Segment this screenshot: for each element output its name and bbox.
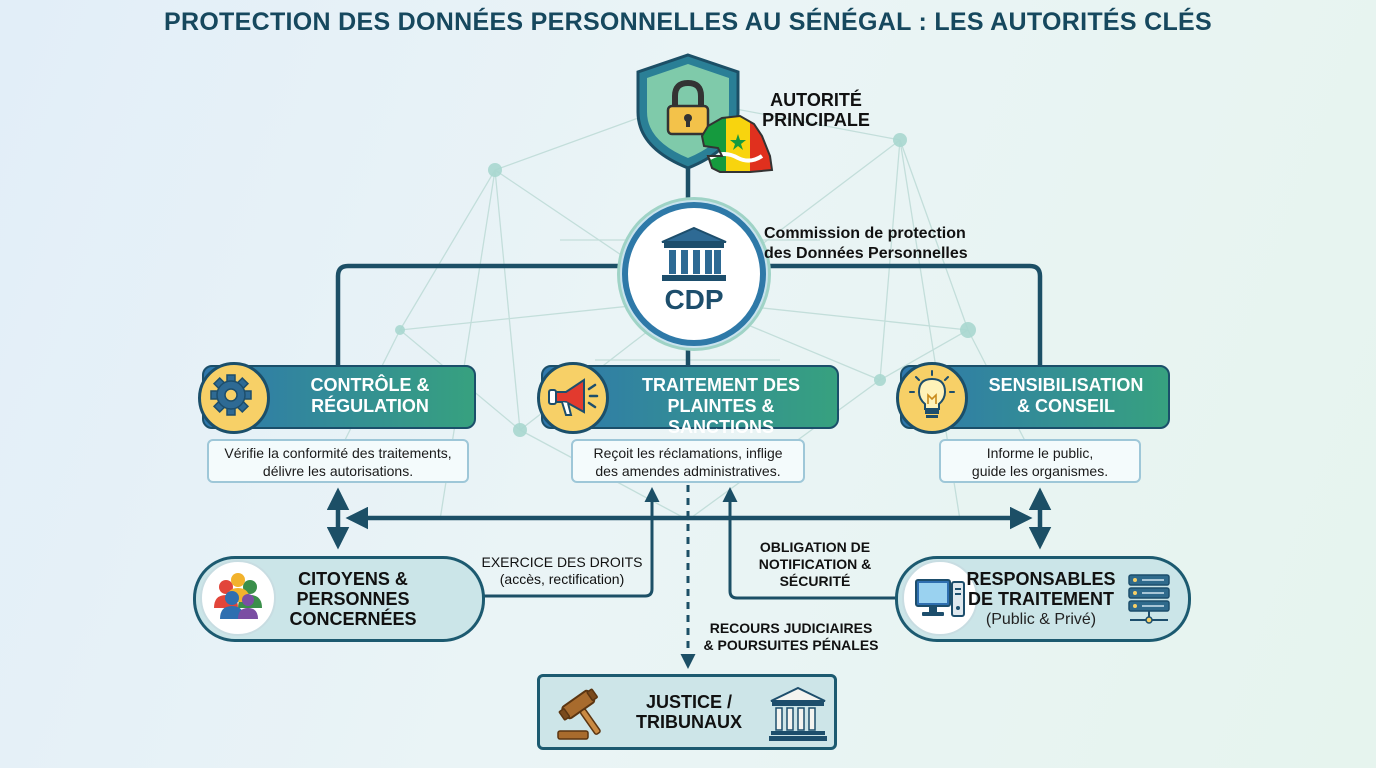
citizens-title: CITOYENS & PERSONNES CONCERNÉES [278, 569, 428, 629]
justice-title-line2: TRIBUNAUX [636, 712, 742, 732]
judicial-flow-line1: RECOURS JUDICIAIRES [709, 620, 873, 636]
people-icon [214, 573, 262, 619]
pillar-title-line1: TRAITEMENT DES [641, 375, 800, 395]
obligation-flow-label: OBLIGATION DE NOTIFICATION & SÉCURITÉ [742, 539, 888, 590]
cdp-full-name-line1: Commission de protection [764, 225, 966, 242]
justice-node: JUSTICE / TRIBUNAUX [537, 674, 837, 750]
computer-icon [915, 579, 965, 617]
main-authority-line2: PRINCIPALE [762, 110, 870, 130]
citizens-icon-circle [200, 560, 276, 636]
controllers-subtitle: (Public & Privé) [985, 611, 1097, 628]
senegal-flag-map-icon [700, 114, 774, 173]
pillar-icon-circle [896, 362, 968, 434]
pillar-description-line2: des amendes administratives. [595, 463, 781, 479]
obligation-flow-line1: OBLIGATION DE [759, 539, 871, 555]
pillar-description-line2: délivre les autorisations. [262, 463, 414, 479]
rights-flow-line1: EXERCICE DES DROITS [481, 554, 643, 570]
controllers-node: RESPONSABLES DE TRAITEMENT (Public & Pri… [895, 556, 1191, 642]
pillar-title-line1: CONTRÔLE & [310, 375, 430, 395]
server-icon [1128, 574, 1170, 624]
pillar-description: Reçoit les réclamations, inflige des ame… [571, 439, 805, 483]
pillar-description-line1: Vérifie la conformité des traitements, [224, 445, 452, 461]
citizens-title-line3: CONCERNÉES [289, 609, 417, 629]
justice-title-line1: JUSTICE / [645, 692, 733, 712]
cdp-node: CDP [622, 202, 766, 346]
pillar-description-line1: Informe le public, [986, 445, 1094, 461]
citizens-title-line1: CITOYENS & [298, 569, 408, 589]
gavel-icon [557, 688, 601, 740]
gear-icon [210, 374, 252, 416]
obligation-flow-line3: SÉCURITÉ [779, 573, 851, 589]
judicial-flow-line2: & POURSUITES PÉNALES [703, 637, 879, 653]
controllers-title-line2: DE TRAITEMENT [968, 589, 1114, 609]
controllers-title: RESPONSABLES DE TRAITEMENT [966, 569, 1116, 609]
pillar-description-line2: guide les organismes. [971, 463, 1109, 479]
pillar-title-line1: SENSIBILISATION [988, 375, 1144, 395]
pillar-description: Vérifie la conformité des traitements, d… [207, 439, 469, 483]
justice-title: JUSTICE / TRIBUNAUX [624, 692, 754, 732]
rights-flow-label: EXERCICE DES DROITS (accès, rectificatio… [474, 554, 650, 588]
controllers-title-line1: RESPONSABLES [966, 569, 1116, 589]
pillar-description-line1: Reçoit les réclamations, inflige [593, 445, 783, 461]
pillar-title: CONTRÔLE & RÉGULATION [274, 375, 466, 417]
judicial-flow-label: RECOURS JUDICIAIRES & POURSUITES PÉNALES [693, 620, 889, 654]
rights-flow-line2: (accès, rectification) [499, 571, 625, 587]
citizens-title-line2: PERSONNES [296, 589, 410, 609]
pillar-title-line2: & CONSEIL [1016, 396, 1115, 416]
megaphone-icon [548, 378, 599, 416]
controllers-icon-circle [902, 560, 978, 636]
pillar-icon-circle [537, 362, 609, 434]
page-title: PROTECTION DES DONNÉES PERSONNELLES AU S… [163, 8, 1212, 36]
pillar-title-line2: PLAINTES & SANCTIONS [667, 396, 775, 437]
pillar-title: SENSIBILISATION & CONSEIL [972, 375, 1160, 417]
pillar-complaints-sanctions: TRAITEMENT DES PLAINTES & SANCTIONS [537, 362, 839, 437]
citizens-node: CITOYENS & PERSONNES CONCERNÉES [193, 556, 485, 642]
cdp-full-name: Commission de protection des Données Per… [764, 224, 990, 264]
pillar-description: Informe le public, guide les organismes. [939, 439, 1141, 483]
cdp-full-name-line2: des Données Personnelles [764, 245, 968, 262]
pillar-awareness-advice: SENSIBILISATION & CONSEIL [896, 362, 1170, 434]
courthouse-icon [769, 686, 827, 741]
main-authority-line1: AUTORITÉ [770, 90, 862, 110]
cdp-acronym: CDP [664, 284, 724, 315]
pillar-title-line2: RÉGULATION [311, 396, 429, 416]
pillar-title: TRAITEMENT DES PLAINTES & SANCTIONS [613, 375, 829, 438]
lightbulb-icon [909, 370, 955, 418]
main-authority-label: AUTORITÉ PRINCIPALE [752, 90, 880, 130]
pillar-icon-circle [198, 362, 270, 434]
institution-icon [661, 226, 727, 281]
pillar-control-regulation: CONTRÔLE & RÉGULATION [198, 362, 476, 434]
obligation-flow-line2: NOTIFICATION & [758, 556, 872, 572]
